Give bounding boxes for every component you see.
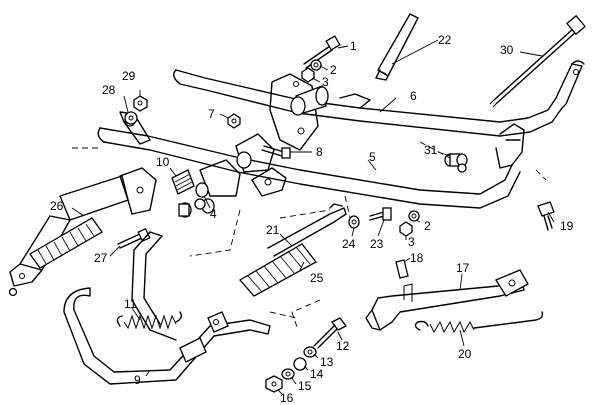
- nut-16: [265, 375, 283, 393]
- callout-24: 24: [342, 237, 356, 251]
- callout-19: 19: [560, 219, 574, 233]
- bolt-1: [303, 35, 341, 69]
- spring-11: [116, 311, 183, 330]
- callout-11: 11: [124, 297, 137, 311]
- nut-3b: [399, 221, 413, 237]
- nut-29: [133, 95, 148, 112]
- footpeg-rubber-left: [29, 217, 103, 269]
- callout-31: 31: [424, 143, 438, 157]
- bolt-12: [313, 317, 347, 349]
- pedal-rubber-25: [238, 243, 317, 297]
- callout-28: 28: [102, 83, 116, 97]
- callout-10: 10: [156, 155, 170, 169]
- washer-2b: [408, 210, 420, 222]
- nut-7: [227, 113, 241, 129]
- callout-2b: 2: [424, 219, 431, 233]
- callout-22: 22: [438, 33, 452, 47]
- washer-24: [348, 215, 360, 229]
- callout-7: 7: [208, 107, 215, 121]
- callout-27: 27: [94, 251, 108, 265]
- washer-15: [281, 368, 295, 380]
- plate-22: [375, 13, 419, 81]
- leader-lines: [71, 39, 555, 395]
- callout-4: 4: [210, 207, 217, 221]
- callout-21: 21: [266, 223, 280, 237]
- callout-1: 1: [350, 39, 357, 53]
- callout-14: 14: [310, 367, 324, 381]
- bushings-4: [194, 182, 215, 214]
- bushing-10: [171, 169, 195, 218]
- callout-25: 25: [310, 271, 324, 285]
- callout-16: 16: [280, 391, 294, 405]
- bush-14: [293, 357, 307, 371]
- callout-17: 17: [456, 261, 470, 275]
- pedal-arm-21: [267, 203, 347, 257]
- side-stand-17: [365, 269, 529, 331]
- callout-6: 6: [410, 89, 417, 103]
- callout-3b: 3: [408, 235, 415, 249]
- callout-29: 29: [122, 69, 136, 83]
- pin-18: [395, 259, 409, 279]
- callout-30: 30: [500, 43, 514, 57]
- callout-8: 8: [316, 145, 323, 159]
- frame-rail-lower: [97, 123, 525, 209]
- callout-18: 18: [410, 251, 424, 265]
- washer-28: [124, 111, 138, 125]
- alignment-lines: [72, 141, 547, 331]
- bolt-19: [537, 201, 555, 231]
- callout-9: 9: [134, 373, 141, 387]
- washer-13: [303, 346, 317, 358]
- callout-15: 15: [298, 379, 312, 393]
- bolt-8: [261, 145, 291, 159]
- center-stand-9: [63, 231, 297, 385]
- callout-23: 23: [370, 237, 384, 251]
- callout-5: 5: [369, 150, 376, 164]
- callout-3: 3: [322, 75, 329, 89]
- callout-26: 26: [50, 199, 64, 213]
- footrest-bracket-26: [9, 167, 157, 287]
- washer-2a: [310, 59, 322, 71]
- bolt-27: [117, 227, 151, 249]
- bolt-23: [369, 207, 392, 221]
- callout-labels: 1 2 3 5 6 7 8 9 10 11 12 13 14 15 16 17 …: [50, 33, 574, 405]
- rod-30: [489, 14, 587, 108]
- nut-3a: [301, 67, 315, 83]
- callout-13: 13: [320, 355, 334, 369]
- frame-rail-upper: [173, 60, 585, 137]
- center-mounting-bracket: [199, 73, 329, 197]
- callout-20: 20: [458, 347, 472, 361]
- spring-20: [414, 311, 544, 334]
- callout-2: 2: [330, 63, 337, 77]
- small-screw-left: [8, 287, 18, 297]
- callout-12: 12: [336, 339, 350, 353]
